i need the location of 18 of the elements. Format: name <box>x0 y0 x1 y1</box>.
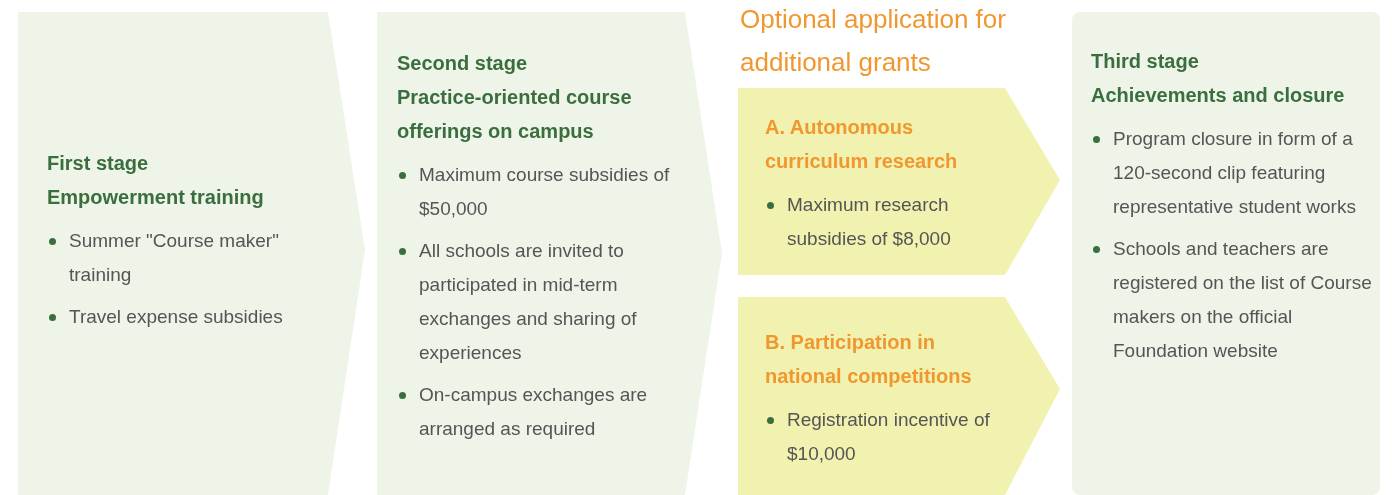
stage-heading: Practice-oriented course offerings on campus <box>397 85 633 144</box>
bullet-item: Maximum course subsidies of $50,000 <box>397 158 687 226</box>
bullet-item: Summer "Course maker" training <box>47 224 322 292</box>
bullet-item: Schools and teachers are registered on the list of Course makers on the official Foundation website <box>1091 232 1376 368</box>
stage-heading: Second stage <box>397 51 529 76</box>
stage-heading: First stage <box>47 151 150 176</box>
section-heading: Optional application for additional grants <box>740 3 1007 79</box>
stage-heading: Achievements and closure <box>1091 83 1346 108</box>
bullet-item: Registration incentive of $10,000 <box>765 403 1000 471</box>
bullet-item: Program closure in form of a 120-second clip featuring representative student works <box>1091 122 1376 224</box>
bullet-item: All schools are invited to participated in mid-term exchanges and sharing of experiences <box>397 234 687 370</box>
stage-heading: A. Autonomous curriculum research <box>765 115 959 174</box>
bullet-item: Maximum research subsidies of $8,000 <box>765 188 995 256</box>
stage-heading: Third stage <box>1091 49 1200 74</box>
stage-heading: Empowerment training <box>47 185 265 210</box>
stage-heading: B. Participation in national competitions <box>765 330 973 389</box>
bullet-item: Travel expense subsidies <box>47 300 322 334</box>
bullet-item: On-campus exchanges are arranged as required <box>397 378 687 446</box>
